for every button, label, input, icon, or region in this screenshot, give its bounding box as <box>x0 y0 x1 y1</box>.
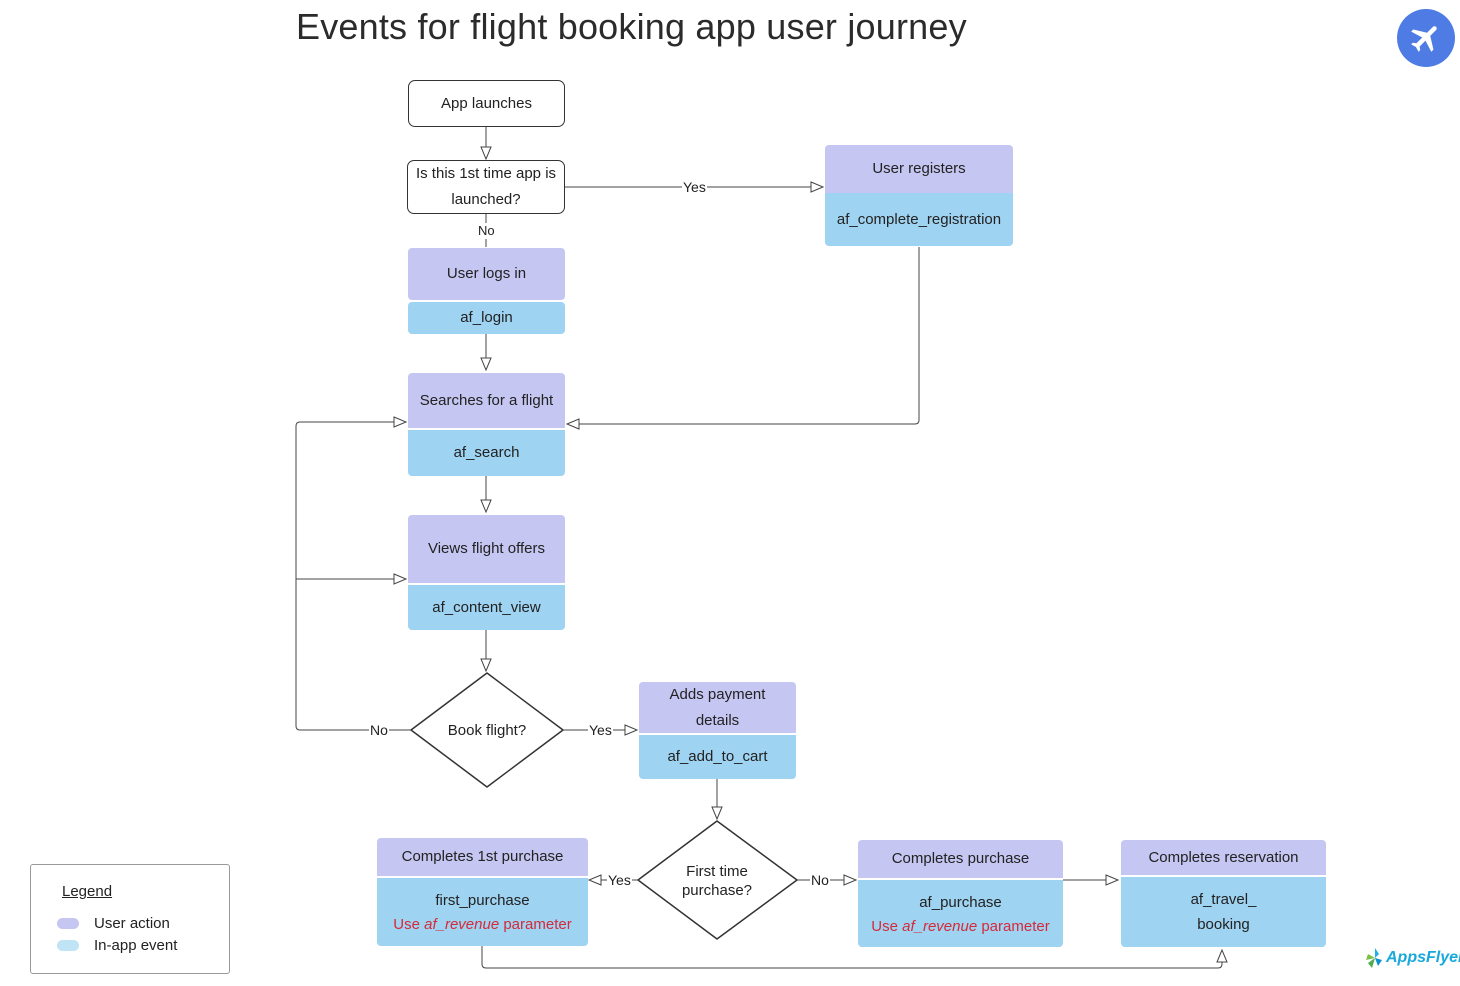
searches-node: Searches for a flight <box>408 373 565 428</box>
edge-register-to-search <box>567 247 920 424</box>
edge-book-no-loop <box>295 422 411 731</box>
revenue-note-2: Use af_revenue parameter <box>871 916 1049 938</box>
revenue-note-suffix: parameter <box>977 917 1050 935</box>
airplane-glyph <box>1411 26 1437 52</box>
revenue-note-param: af_revenue <box>902 917 978 935</box>
first-time-purchase-label: First time purchase? <box>681 863 753 899</box>
user-logs-in-node: User logs in <box>408 248 565 300</box>
edge-label-no-first: No <box>810 872 830 888</box>
af-search-event: af_search <box>408 430 565 476</box>
completes-first-purchase-node: Completes 1st purchase <box>377 838 588 876</box>
legend-user-action-label: User action <box>94 915 170 932</box>
revenue-note-prefix: Use <box>871 917 903 935</box>
revenue-note-prefix: Use <box>393 916 425 933</box>
page-title: Events for flight booking app user journ… <box>296 6 967 47</box>
appsflyer-logo: AppsFlyer <box>1364 946 1460 970</box>
af-travel-booking-event: af_travel_ booking <box>1121 877 1326 947</box>
airplane-icon <box>1397 9 1455 67</box>
app-launches-node: App launches <box>408 80 565 127</box>
revenue-note-param: af_revenue <box>424 916 500 933</box>
first-time-purchase-diamond <box>637 820 798 940</box>
in-app-event-swatch <box>57 940 79 951</box>
legend-in-app-event-label: In-app event <box>94 937 178 954</box>
adds-payment-node: Adds payment details <box>639 682 796 733</box>
af-purchase-label: af_purchase <box>919 893 1002 911</box>
af-content-view-event: af_content_view <box>408 585 565 630</box>
views-offers-node: Views flight offers <box>408 515 565 583</box>
completes-purchase-node: Completes purchase <box>858 840 1063 878</box>
af-purchase-event: af_purchase Use af_revenue parameter <box>858 880 1063 947</box>
appsflyer-logo-text: AppsFlyer <box>1386 949 1460 966</box>
book-flight-diamond <box>410 672 564 788</box>
edge-label-yes-register: Yes <box>682 179 707 195</box>
af-login-event: af_login <box>408 302 565 334</box>
user-action-swatch <box>57 918 79 929</box>
revenue-note-1: Use af_revenue parameter <box>393 914 571 936</box>
completes-reservation-node: Completes reservation <box>1121 840 1326 875</box>
first-purchase-label: first_purchase <box>435 892 530 909</box>
af-complete-registration-event: af_complete_registration <box>825 193 1013 246</box>
edge-label-yes-book: Yes <box>588 722 613 738</box>
edge-label-yes-first: Yes <box>607 872 632 888</box>
edge-label-no-book: No <box>369 722 389 738</box>
revenue-note-suffix: parameter <box>499 916 572 933</box>
book-flight-label: Book flight? <box>447 721 527 739</box>
appsflyer-logo-icon <box>1366 948 1382 968</box>
edge-first-purchase-to-reservation <box>481 946 1222 969</box>
edge-label-no-login: No <box>477 223 496 239</box>
first-launch-question-node: Is this 1st time app is launched? <box>407 160 565 214</box>
legend-in-app-event: In-app event <box>57 937 177 954</box>
legend: Legend User action In-app event <box>30 864 230 974</box>
af-add-to-cart-event: af_add_to_cart <box>639 735 796 779</box>
legend-user-action: User action <box>57 915 170 932</box>
user-registers-node: User registers <box>825 145 1013 193</box>
legend-title: Legend <box>62 883 113 900</box>
first-purchase-event: first_purchase Use af_revenue parameter <box>377 878 588 946</box>
